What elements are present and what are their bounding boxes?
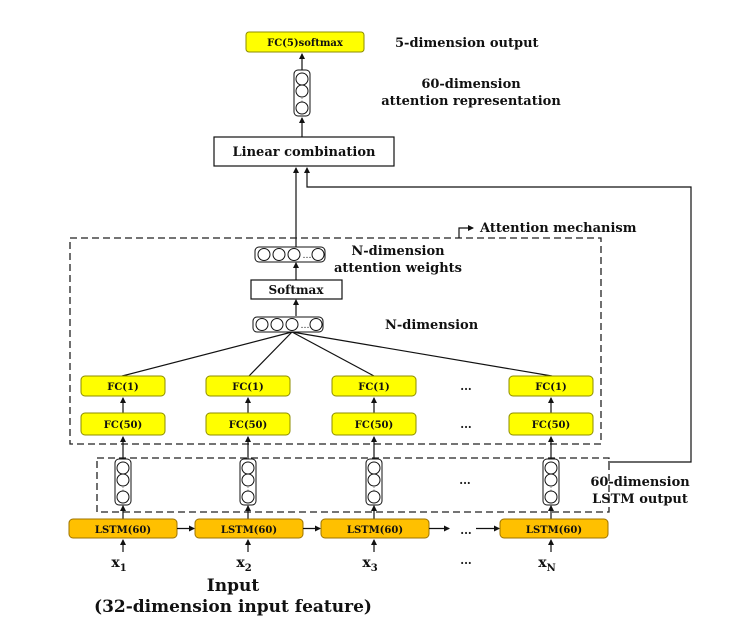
svg-text:…: … (303, 251, 312, 261)
lstm-output-label-1: 60-dimension (590, 475, 690, 490)
lstm-cell: LSTM(60) x1 (68, 518, 195, 574)
softmax-box: Softmax (250, 279, 343, 300)
lstm-cell-label: LSTM(60) (95, 525, 151, 536)
n-dimension-vector: … (252, 316, 324, 333)
softmax-label: Softmax (268, 283, 324, 297)
linear-combination-box: Linear combination (213, 136, 395, 167)
lstm-cell-label: LSTM(60) (221, 525, 277, 536)
lstm-cell-ellipsis: ... (460, 524, 472, 537)
output-dimension-label: 5-dimension output (395, 36, 539, 51)
fc50-label: FC(50) (104, 420, 142, 431)
attention-weights-vector: … (254, 246, 326, 263)
input-variable-label: x2 (236, 555, 251, 574)
attention-representation-label-1: 60-dimension (421, 77, 521, 92)
lstm-hidden-vector (114, 436, 132, 519)
fc1-label: FC(1) (358, 382, 389, 393)
fc1-ellipsis: ... (460, 380, 472, 393)
fc1-label: FC(1) (535, 382, 566, 393)
input-title: Input (207, 576, 260, 596)
fc1-to-ndim-lines (121, 331, 553, 377)
attention-weights-label-1: N-dimension (351, 244, 445, 259)
fc-column: FC(1) FC(50) (205, 375, 291, 436)
fc-column: FC(1) FC(50) (331, 375, 417, 436)
lstm-hidden-vector (239, 436, 257, 519)
attention-mechanism-pointer (458, 225, 474, 238)
lstm-output-region (96, 457, 610, 513)
fc50-label: FC(50) (355, 420, 393, 431)
attention-mechanism-title: Attention mechanism (479, 221, 637, 236)
attention-weights-label-2: attention weights (334, 261, 462, 276)
lstm-hidden-vector (542, 436, 560, 519)
output-fc-softmax-box: FC(5)softmax (245, 31, 365, 53)
lstm-vector-ellipsis: ... (459, 474, 471, 487)
input-subtitle: (32-dimension input feature) (94, 597, 372, 617)
lstm-output-feedback-line (304, 167, 692, 463)
output-box-label: FC(5)softmax (267, 38, 344, 49)
fc50-label: FC(50) (229, 420, 267, 431)
fc-column: FC(1) FC(50) (508, 375, 594, 436)
lstm-output-label-2: LSTM output (592, 492, 688, 507)
lstm-hidden-vector (365, 436, 383, 519)
lstm-cell: LSTM(60) x3 (320, 518, 500, 574)
input-variable-label: x1 (111, 555, 126, 574)
input-ellipsis: ... (460, 554, 472, 567)
attention-representation-label-2: attention representation (381, 94, 561, 109)
input-variable-label: xN (538, 555, 556, 574)
fc1-label: FC(1) (232, 382, 263, 393)
lstm-cell-label: LSTM(60) (526, 525, 582, 536)
attention-representation-vector (293, 69, 311, 117)
fc50-ellipsis: ... (460, 418, 472, 431)
lstm-cell: LSTM(60) xN (499, 518, 609, 574)
svg-text:…: … (301, 321, 310, 331)
lstm-cells: LSTM(60) x1 LSTM(60) x2 LSTM(60) x3 LSTM(60) xN (68, 518, 609, 574)
lstm-cell-label: LSTM(60) (347, 525, 403, 536)
lstm-cell: LSTM(60) x2 (194, 518, 321, 574)
lstm-hidden-vectors (114, 436, 560, 519)
attention-mechanism-region (69, 237, 602, 445)
linear-combination-label: Linear combination (233, 145, 376, 160)
input-variable-label: x3 (362, 555, 377, 574)
fc50-label: FC(50) (532, 420, 570, 431)
fc1-label: FC(1) (107, 382, 138, 393)
n-dimension-label: N-dimension (385, 318, 479, 333)
fc-column: FC(1) FC(50) (80, 375, 166, 436)
